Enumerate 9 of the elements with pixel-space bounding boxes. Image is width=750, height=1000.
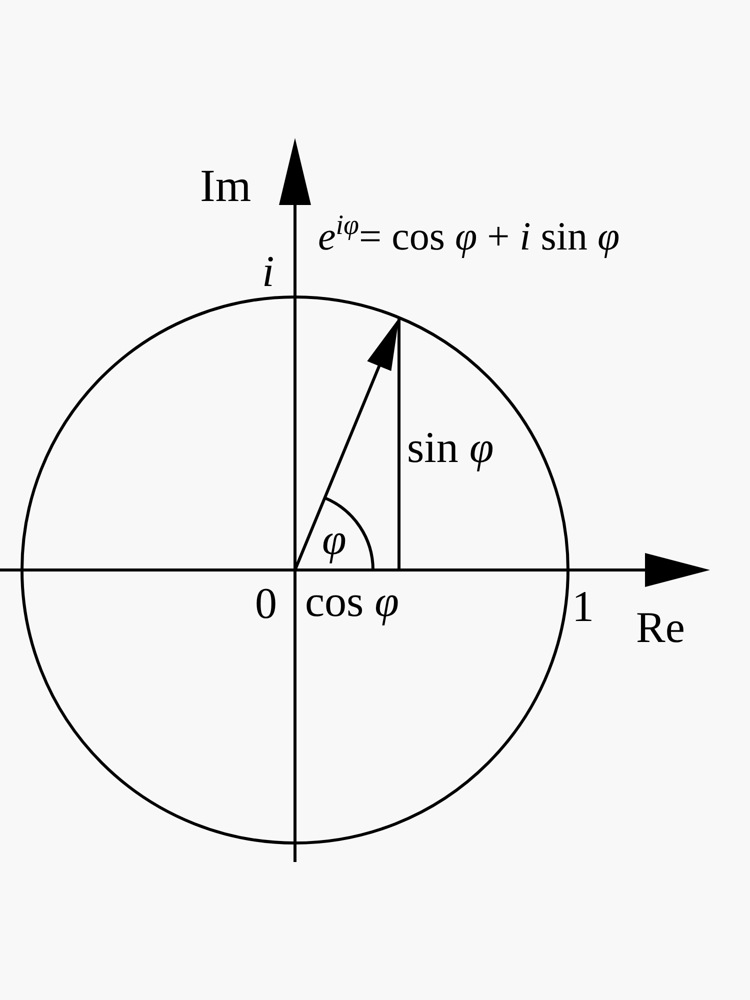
math-label: cos φ bbox=[305, 580, 399, 624]
math-label: φ bbox=[322, 518, 346, 562]
axis-label: Re bbox=[636, 606, 685, 650]
math-label: sin φ bbox=[407, 426, 494, 470]
math-label: 0 bbox=[255, 582, 277, 626]
math-label: i bbox=[262, 250, 274, 294]
axis-label: Im bbox=[200, 163, 252, 209]
euler-formula: e$^{iφ}$= cos φ + i sin φ bbox=[318, 212, 620, 256]
math-label: 1 bbox=[572, 585, 594, 629]
